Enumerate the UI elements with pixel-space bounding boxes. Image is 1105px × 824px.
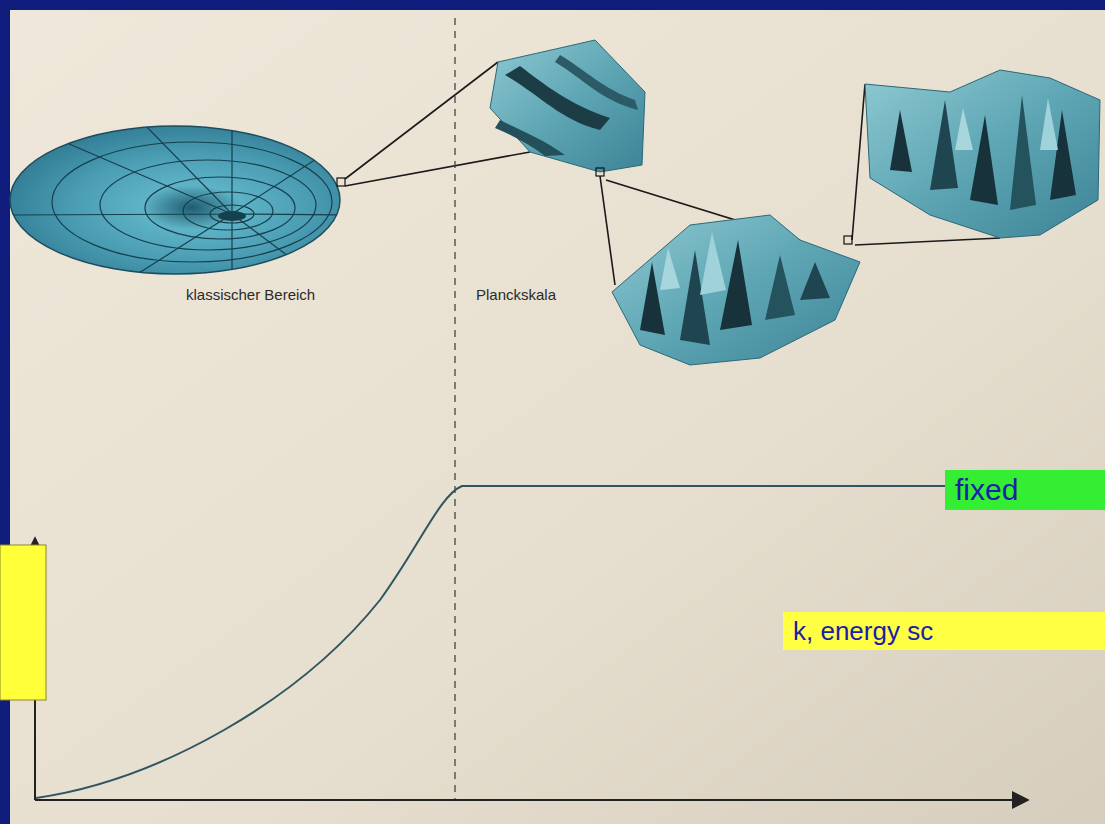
overlay-box <box>0 545 46 700</box>
planck-surface <box>865 70 1100 238</box>
planck-surface <box>612 215 860 365</box>
book-page <box>10 10 1105 824</box>
box-text: k, energy sc <box>793 616 933 647</box>
planck-surface <box>490 40 645 176</box>
highlight-box: k, energy sc <box>783 612 1105 650</box>
coupling-curve <box>36 486 1040 798</box>
x-axis <box>35 799 1028 801</box>
box-text: fixed <box>955 473 1018 507</box>
spacetime-disc <box>5 120 360 290</box>
region-label: klassischer Bereich <box>186 286 315 303</box>
region-label: Planckskala <box>476 286 556 303</box>
highlight-box: fixed <box>945 470 1105 510</box>
planck-divider <box>454 18 455 800</box>
